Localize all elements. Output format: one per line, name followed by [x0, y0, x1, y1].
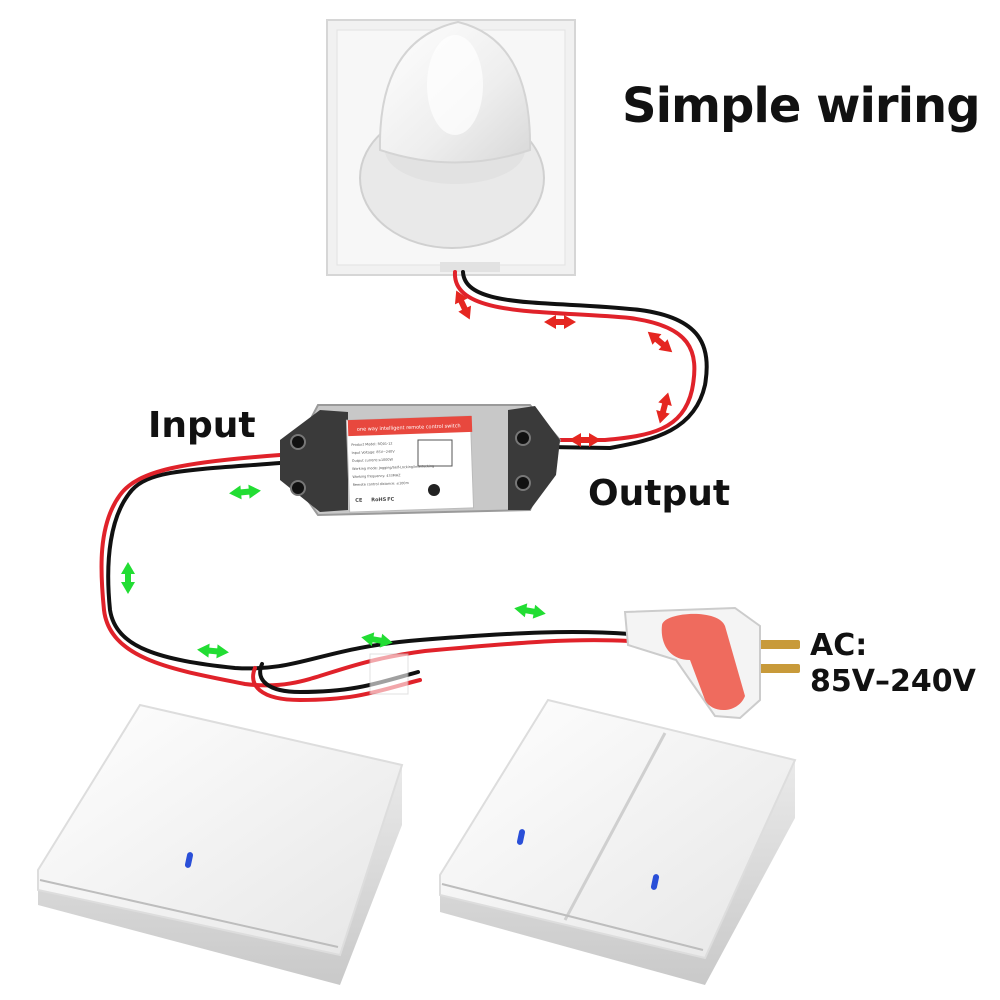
controller-spec-line: Working mode: Jogging/Self-Locking/Inter… [352, 464, 434, 471]
flow-arrows-green [121, 484, 546, 659]
red-arrow [656, 392, 672, 424]
wires [99, 270, 709, 703]
green-arrow [229, 484, 261, 500]
controller-spec-line: Output current:≤1000W [352, 458, 394, 463]
lamp-wire-red [452, 270, 697, 442]
controller-cert-mark: FC [387, 497, 395, 503]
green-arrow [121, 562, 135, 594]
ac-label-line1: AC: [810, 628, 868, 663]
diagram-title: Simple wiring [622, 78, 981, 134]
double-remote-switch-icon [439, 698, 797, 985]
green-arrow [197, 643, 229, 659]
controller-spec-line: Remote control distance: ≤100m [353, 481, 410, 487]
red-arrow [454, 290, 472, 320]
controller-cert-mark: RoHS [371, 497, 387, 504]
green-arrow [514, 603, 546, 619]
red-arrow [544, 315, 576, 329]
red-arrow [569, 433, 601, 447]
ac-voltage-label: AC: 85V–240V [810, 628, 976, 700]
flow-arrows-red [454, 290, 673, 447]
input-label: Input [148, 405, 256, 446]
switch-controller-icon [280, 404, 562, 517]
lamp-wire-black [461, 270, 709, 451]
mains-plug-icon [623, 606, 800, 720]
single-remote-switch-icon [37, 703, 404, 985]
input-wire-red [99, 453, 632, 688]
ac-label-line2: 85V–240V [810, 664, 976, 699]
controller-spec-line: Input Voltage: 85V~240V [352, 450, 396, 456]
red-arrow [647, 331, 673, 353]
input-wire-black [106, 461, 632, 671]
ceiling-lamp-icon [326, 19, 576, 276]
controller-spec-line: Working frequency: 433MHZ [352, 473, 401, 479]
controller-spec-line: Product Model: RQ01-12 [351, 442, 392, 447]
controller-cert-mark: CE [355, 498, 363, 504]
controller-label-text: one way intelligent remote control switc… [351, 423, 461, 504]
controller-header-text: one way intelligent remote control switc… [357, 423, 461, 433]
output-label: Output [588, 473, 731, 514]
green-arrow [361, 632, 393, 648]
